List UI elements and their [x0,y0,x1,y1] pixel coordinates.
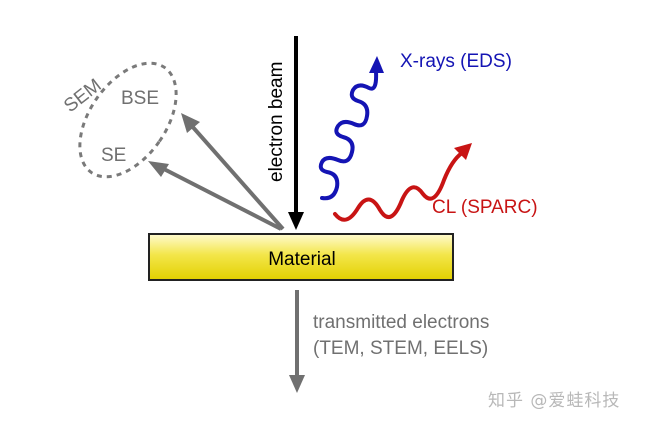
cl-wave [333,151,464,222]
sem-label: SEM [60,75,105,117]
xrays-label: X-rays (EDS) [400,51,512,72]
transmitted-label-line2: (TEM, STEM, EELS) [313,338,488,359]
cl-label: CL (SPARC) [432,197,538,218]
se-label: SE [101,145,126,166]
watermark-text: 知乎 @爱蛙科技 [488,391,621,411]
bse-label: BSE [121,88,159,109]
material-label: Material [268,249,336,270]
transmitted-arrow [289,290,305,393]
material-block [148,233,454,281]
cl-arrowhead [454,143,472,160]
bse-arrow [181,113,285,231]
se-arrow [148,161,282,231]
xray-arrowhead [369,56,384,73]
transmitted-label-line1: transmitted electrons [313,312,489,333]
electron-beam-label: electron beam [266,62,287,182]
xray-wave [318,70,379,201]
electron-beam-arrow [288,36,304,230]
sem-detector-ellipse [78,61,178,179]
